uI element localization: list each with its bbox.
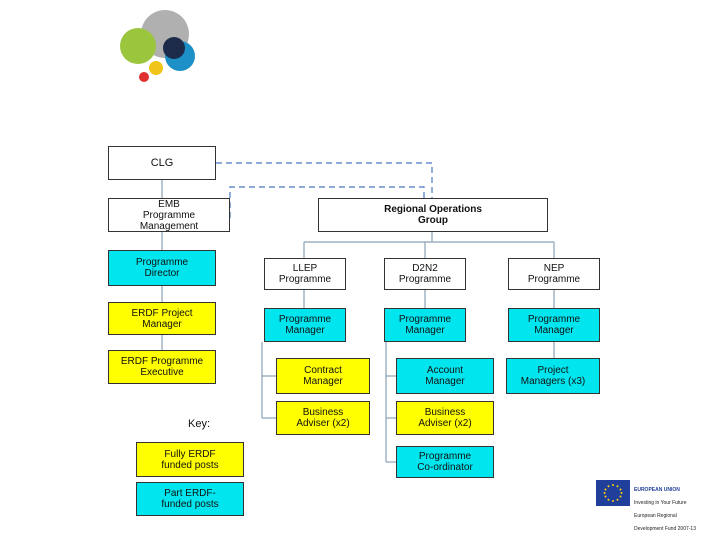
nep-programme-box: NEP Programme xyxy=(508,258,600,290)
eu-text: EUROPEAN UNION Investing in Your Future … xyxy=(634,480,708,539)
key-fully-funded-box: Fully ERDF funded posts xyxy=(136,442,244,477)
logo-circle-navy xyxy=(163,37,185,59)
emb-box: EMB Programme Management xyxy=(108,198,230,232)
programme-director-box: Programme Director xyxy=(108,250,216,286)
eu-line2: Investing in Your Future xyxy=(634,499,687,506)
key-label: Key: xyxy=(188,418,211,430)
nep-programme-manager-box: Programme Manager xyxy=(508,308,600,342)
d2n2-business-adviser-box: Business Adviser (x2) xyxy=(396,401,494,435)
programme-coordinator-box: Programme Co-ordinator xyxy=(396,446,494,478)
llep-programme-box: LLEP Programme xyxy=(264,258,346,290)
eu-flag-icon xyxy=(596,480,630,506)
d2n2-programme-manager-box: Programme Manager xyxy=(384,308,466,342)
key-part-funded-box: Part ERDF- funded posts xyxy=(136,482,244,516)
llep-programme-manager-box: Programme Manager xyxy=(264,308,346,342)
regional-operations-group-box: Regional Operations Group xyxy=(318,198,548,232)
logo-circle-yellow xyxy=(149,61,163,75)
erdf-programme-executive-box: ERDF Programme Executive xyxy=(108,350,216,384)
eu-badge: EUROPEAN UNION Investing in Your Future … xyxy=(596,480,708,532)
erdf-project-manager-box: ERDF Project Manager xyxy=(108,302,216,335)
logo-circle-green xyxy=(120,28,156,64)
logo xyxy=(120,10,195,82)
eu-line4: Development Fund 2007-13 xyxy=(634,525,696,532)
account-manager-box: Account Manager xyxy=(396,358,494,394)
d2n2-programme-box: D2N2 Programme xyxy=(384,258,466,290)
eu-line3: European Regional xyxy=(634,512,677,519)
clg-box: CLG xyxy=(108,146,216,180)
contract-manager-box: Contract Manager xyxy=(276,358,370,394)
key-area xyxy=(106,402,218,438)
llep-business-adviser-box: Business Adviser (x2) xyxy=(276,401,370,435)
logo-circle-red xyxy=(139,72,149,82)
eu-line1: EUROPEAN UNION xyxy=(634,486,680,493)
project-managers-box: Project Managers (x3) xyxy=(506,358,600,394)
